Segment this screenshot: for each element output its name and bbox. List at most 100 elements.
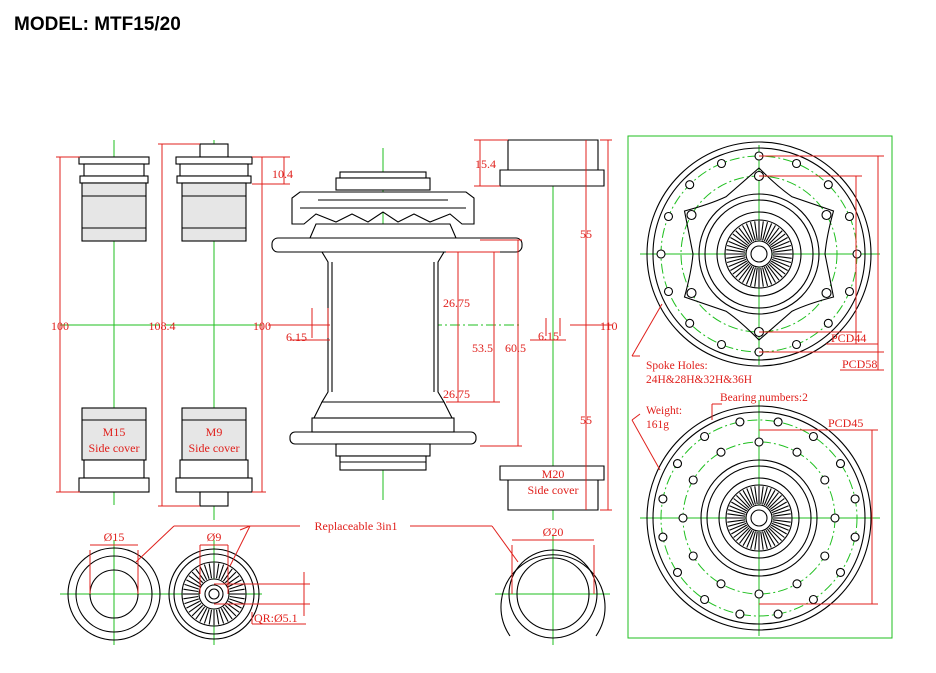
ratchet-tooth: [760, 267, 764, 287]
ratchet-tooth: [736, 527, 750, 541]
ratchet-tooth: [729, 505, 747, 514]
ratchet-tooth: [769, 262, 786, 275]
dim-60-5: 60.5: [505, 341, 526, 355]
dimension-lines: [56, 139, 612, 511]
ratchet-tooth: [767, 227, 780, 244]
spoke-hole: [844, 286, 855, 297]
spoke-hole: [656, 249, 666, 259]
spoke-hole: [791, 158, 802, 169]
ratchet-tooth: [188, 575, 202, 586]
ratchet-tooth: [228, 600, 242, 609]
spoke-hole: [821, 287, 832, 299]
ratchet-tooth: [767, 492, 779, 508]
ratchet-tooth: [728, 240, 747, 250]
dim-26-75-bottom: 26.75: [443, 387, 470, 401]
dim-6-15-left: 6.15: [286, 330, 307, 344]
ratchet-tooth: [208, 609, 213, 625]
spoke-hole: [663, 286, 674, 297]
ratchet-tooth: [731, 501, 748, 512]
ratchet-tooth: [184, 598, 199, 605]
spoke-hole: [754, 437, 764, 447]
ratchet-tooth: [738, 227, 751, 244]
ratchet-tooth: [769, 526, 785, 538]
dia-9: Ø9: [207, 530, 222, 544]
weight-label: Weight:: [646, 405, 682, 417]
ratchet-tooth: [772, 519, 791, 523]
ratchet-tooth: [765, 529, 776, 546]
m15-label: M15: [103, 425, 126, 439]
dim-15-4: 15.4: [475, 157, 496, 171]
spoke-holes-values: 24H&28H&32H&36H: [646, 374, 752, 386]
spoke-hole: [754, 589, 764, 599]
dim-10-4: 10.4: [272, 167, 293, 181]
ratchet-tooth: [186, 579, 200, 588]
spoke-hole: [835, 459, 846, 469]
ratchet-tooth: [770, 260, 788, 271]
ratchet-tooth: [768, 495, 782, 509]
spoke-hole: [850, 532, 860, 542]
ratchet-tooth: [754, 486, 758, 505]
spoke-hole: [735, 417, 745, 427]
m9-label: M9: [206, 425, 223, 439]
replaceable-leaders: [135, 525, 519, 567]
spoke-hole: [835, 567, 846, 577]
dim-100-mid: 100: [253, 319, 271, 333]
ratchet-tooth: [772, 521, 791, 527]
ratchet-tooth: [742, 265, 753, 283]
spoke-hole: [663, 211, 674, 222]
ratchet-tooth: [199, 566, 208, 580]
hub-body: [270, 148, 523, 500]
ratchet-tooth: [750, 531, 756, 550]
spoke-hole: [658, 494, 668, 504]
ratchet-tooth: [735, 230, 750, 245]
end-view-m15: [60, 540, 170, 645]
spoke-hole: [678, 513, 688, 523]
bearing-label: Bearing numbers:2: [720, 392, 808, 404]
ratchet-tooth: [732, 262, 749, 275]
ratchet-tooth: [229, 598, 244, 605]
ratchet-tooth: [727, 519, 746, 523]
labels: 100 108.4 100 10.4 6.15 26.75 26.75 53.5…: [51, 157, 877, 625]
ratchet-tooth: [727, 509, 746, 515]
ratchet-tooth: [726, 249, 746, 253]
spoke-hole: [735, 609, 745, 619]
spoke-hole: [688, 551, 698, 561]
spoke-hole: [716, 158, 727, 169]
spoke-hole: [672, 567, 683, 577]
ratchet-tooth: [745, 266, 755, 285]
ratchet-tooth: [226, 575, 240, 586]
spoke-hole: [830, 513, 840, 523]
ratchet-tooth: [183, 595, 199, 600]
dia-20: Ø20: [543, 525, 564, 539]
ratchet-tooth: [763, 488, 772, 506]
spoke-hole: [791, 339, 802, 350]
ratchet-tooth: [772, 244, 792, 251]
spoke-hole: [686, 287, 697, 299]
dia-15: Ø15: [104, 530, 125, 544]
end-view-m20: [495, 535, 610, 645]
ratchet-tooth: [772, 509, 791, 515]
ratchet-tooth: [228, 579, 242, 588]
spoke-hole: [808, 431, 818, 442]
spoke-hole: [686, 209, 697, 221]
ratchet-tooth: [731, 524, 748, 535]
ratchet-tooth: [767, 264, 780, 281]
spoke-hole: [688, 475, 698, 485]
ratchet-tooth: [203, 609, 210, 624]
ratchet-tooth: [183, 588, 199, 593]
m9-side-cover: Side cover: [189, 441, 240, 455]
ratchet-tooth: [188, 602, 202, 613]
m15-adapter: [60, 140, 160, 505]
ratchet-tooth: [218, 564, 225, 579]
ratchet-tooth: [742, 529, 753, 546]
ratchet-tooth: [760, 486, 764, 505]
ratchet-tooth: [224, 604, 237, 617]
spoke-hole: [716, 339, 727, 350]
ratchet-tooth: [763, 266, 773, 285]
pcd58-label: PCD58: [842, 357, 877, 371]
dim-108-4: 108.4: [149, 319, 176, 333]
spoke-hole: [716, 579, 726, 589]
spoke-hole: [821, 209, 832, 221]
spoke-hole: [716, 447, 726, 457]
